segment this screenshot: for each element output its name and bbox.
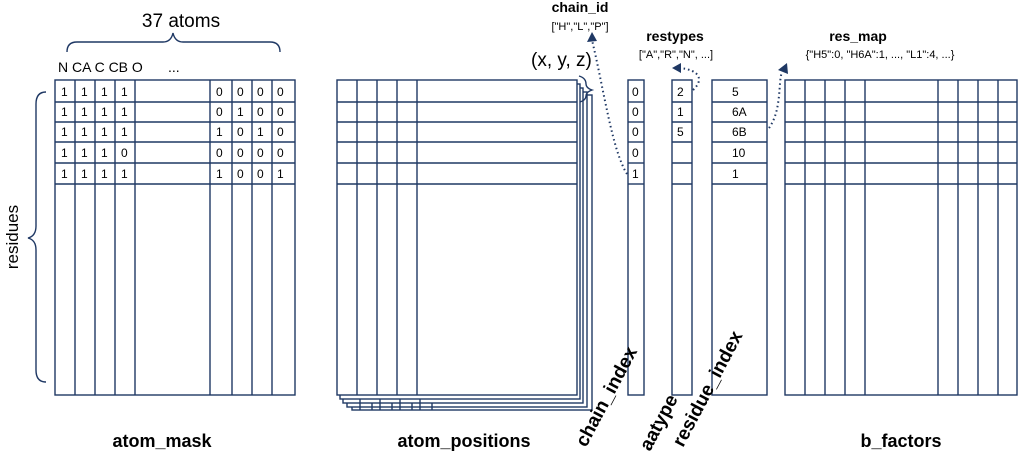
chain-arrow-head [587, 32, 597, 42]
mask-cell: 0 [237, 167, 244, 181]
mask-cell: 1 [61, 85, 68, 99]
mask-cell: 0 [277, 105, 284, 119]
mask-cell: 1 [101, 167, 108, 181]
mask-cell: 0 [277, 85, 284, 99]
chain-index-cell: 0 [632, 146, 639, 160]
residue-index-cell: 6A [732, 105, 747, 119]
mask-cell: 0 [257, 167, 264, 181]
residue-index-label: residue_index [669, 327, 748, 450]
aatype-cell: 2 [677, 85, 684, 99]
mask-cell: 0 [277, 125, 284, 139]
atom-names-ellipsis: ... [168, 59, 180, 75]
chain-index-cell: 0 [632, 85, 639, 99]
aatype-arrow-head [672, 63, 681, 73]
mask-cell: 1 [216, 125, 223, 139]
mask-cell: 1 [61, 105, 68, 119]
atom-mask-grid [54, 79, 296, 396]
atom-positions-stack [336, 79, 593, 411]
atoms-brace [66, 32, 281, 53]
aatype-column [671, 79, 693, 396]
b-factors-block: b_factors [784, 79, 1018, 451]
restypes-map-title: restypes [646, 28, 704, 44]
mask-cell: 1 [121, 125, 128, 139]
mask-cell: 0 [216, 146, 223, 160]
xyz-coordinate-label: (x, y, z) [531, 50, 592, 71]
res-map-values: {"H5":0, "H6A":1, ..., "L1":4, ...} [806, 49, 955, 61]
mask-cell: 0 [257, 146, 264, 160]
aatype-to-restypes-arrow [679, 67, 700, 91]
residue-to-res-map-arrow [768, 71, 783, 129]
residue-index-values: 5 6A 6B 10 1 [732, 85, 747, 181]
mask-cell: 0 [237, 125, 244, 139]
mask-cell: 1 [101, 146, 108, 160]
chain-id-map-values: ["H","L","P"] [551, 21, 608, 33]
aatype-values: 2 1 5 [677, 85, 684, 139]
chain-index-values: 0 0 0 0 1 [632, 85, 639, 181]
residue-index-column [711, 79, 768, 396]
residues-brace [27, 91, 47, 383]
mask-cell: 0 [121, 146, 128, 160]
atom-names-header: N CA C CB O [58, 59, 143, 75]
aatype-cell: 5 [677, 125, 684, 139]
restypes-map-values: ["A","R","N", ...] [639, 49, 713, 61]
chain-index-cell: 0 [632, 105, 639, 119]
residue-index-cell: 5 [732, 85, 739, 99]
residue-index-block: res_map {"H5":0, "H6A":1, ..., "L1":4, .… [669, 28, 955, 450]
atom-positions-block: (x, y, z) atom_positions [336, 50, 595, 451]
residue-index-cell: 6B [732, 125, 747, 139]
mask-cell: 1 [121, 167, 128, 181]
mask-cell: 1 [237, 105, 244, 119]
residue-index-cell: 10 [732, 146, 746, 160]
mask-cell: 1 [216, 167, 223, 181]
mask-cell: 1 [81, 167, 88, 181]
atom-mask-title: atom_mask [112, 431, 212, 451]
chain-index-column [627, 79, 645, 396]
chain-index-cell: 1 [632, 167, 639, 181]
mask-cell: 0 [216, 105, 223, 119]
mask-cell: 1 [81, 105, 88, 119]
aatype-cell: 1 [677, 105, 684, 119]
residue-index-cell: 1 [732, 167, 739, 181]
mask-cell: 1 [101, 85, 108, 99]
atom-positions-title: atom_positions [397, 431, 530, 451]
mask-cell: 0 [216, 85, 223, 99]
chain-index-cell: 0 [632, 125, 639, 139]
residue-arrow-head [778, 63, 788, 74]
b-factors-title: b_factors [860, 431, 941, 451]
mask-cell: 0 [237, 146, 244, 160]
mask-cell: 0 [257, 85, 264, 99]
mask-cell: 1 [277, 167, 284, 181]
mask-cell: 1 [101, 125, 108, 139]
mask-cell: 1 [121, 85, 128, 99]
mask-cell: 0 [237, 85, 244, 99]
mask-cell: 1 [121, 105, 128, 119]
mask-cell: 1 [81, 146, 88, 160]
residues-axis-label: residues [3, 205, 22, 269]
mask-cell: 1 [81, 125, 88, 139]
mask-cell: 0 [257, 105, 264, 119]
mask-cell: 1 [101, 105, 108, 119]
res-map-title: res_map [829, 28, 887, 44]
mask-cell: 1 [61, 125, 68, 139]
atom-count-label: 37 atoms [142, 11, 220, 32]
mask-cell: 1 [257, 125, 264, 139]
chain-id-map-title: chain_id [552, 0, 609, 15]
b-factors-grid [784, 79, 1018, 396]
mask-cell: 0 [277, 146, 284, 160]
mask-cell: 1 [61, 146, 68, 160]
chain-to-chain-id-arrow [591, 39, 628, 175]
mask-cell: 1 [61, 167, 68, 181]
xyz-brace [578, 75, 595, 103]
mask-cell: 1 [81, 85, 88, 99]
